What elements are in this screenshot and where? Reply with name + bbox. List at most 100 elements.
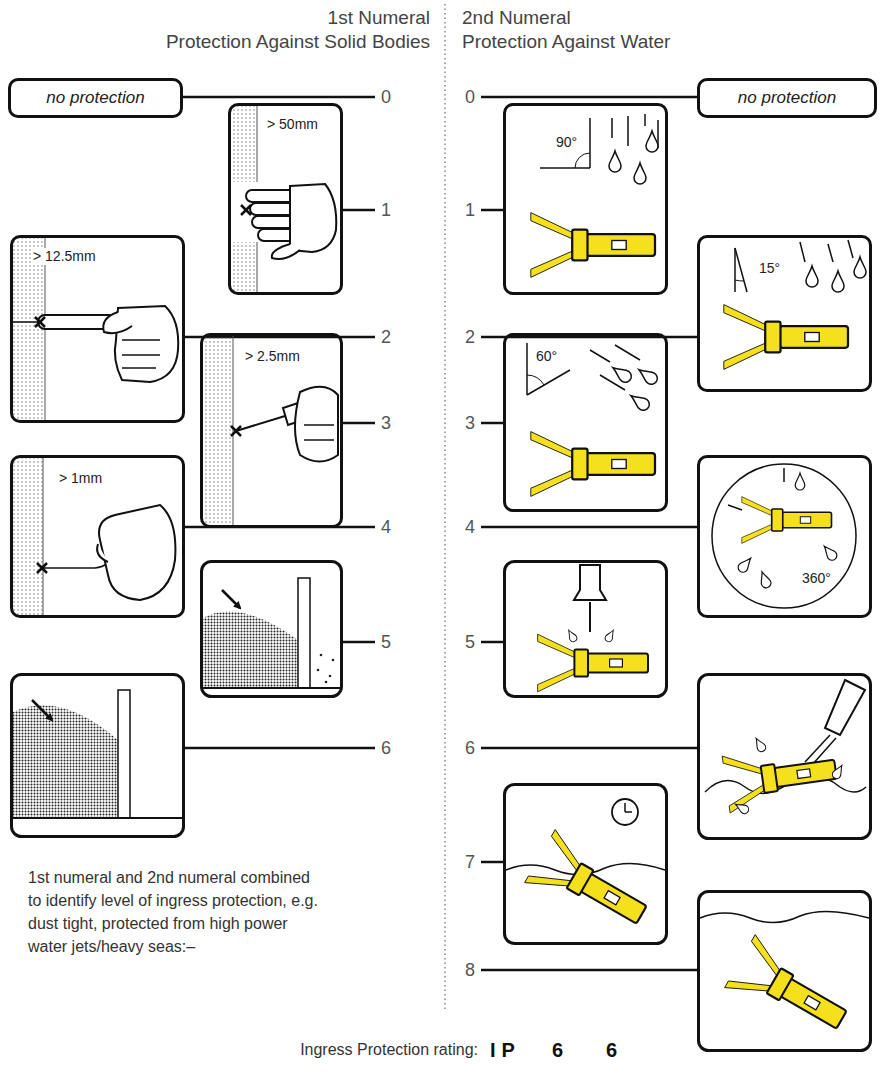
spraying-water xyxy=(527,370,570,395)
rating-numeral: 0 xyxy=(380,87,392,108)
column-heading: 2nd Numeral xyxy=(462,6,571,29)
column-heading: Protection Against Solid Bodies xyxy=(166,30,430,53)
rating-code: IP xyxy=(490,1039,521,1062)
tool-probe xyxy=(231,426,241,436)
picture-box: > 12.5mm xyxy=(10,235,185,423)
dust-protected xyxy=(317,654,335,684)
dripping-water-tilted xyxy=(735,248,747,292)
hand-probe xyxy=(231,242,257,292)
hand-probe xyxy=(246,184,336,259)
leader-line xyxy=(183,97,697,970)
column-heading: 1st Numeral xyxy=(328,6,430,29)
rating-numeral: 5 xyxy=(464,632,476,653)
water-jet xyxy=(538,565,648,692)
dust-tight xyxy=(13,690,182,818)
picture-box: 15° xyxy=(697,235,872,392)
dripping-water-tilted xyxy=(832,271,844,292)
dripping-water-tilted xyxy=(734,248,736,292)
continuous-immersion xyxy=(725,935,857,1047)
tool-probe xyxy=(304,439,334,441)
finger-probe xyxy=(35,317,45,327)
wire-probe xyxy=(97,544,108,562)
no-protection-box: no protection xyxy=(8,78,183,118)
spraying-water xyxy=(590,345,640,390)
dripping-water-tilted xyxy=(848,240,853,258)
spraying-water xyxy=(610,363,634,385)
dust-protected xyxy=(320,654,323,657)
splashing-water xyxy=(795,473,805,490)
hand-probe xyxy=(231,106,257,182)
finger-probe xyxy=(122,340,160,368)
splashing-water xyxy=(821,543,839,562)
rating-numeral: 7 xyxy=(464,852,476,873)
rating-numeral: 4 xyxy=(464,517,476,538)
leader-line xyxy=(481,747,697,750)
finger-probe xyxy=(13,321,38,323)
spraying-water xyxy=(531,432,655,497)
picture-box xyxy=(505,785,667,944)
dust-tight xyxy=(32,700,52,720)
leader-line xyxy=(185,747,375,750)
column-heading: Protection Against Water xyxy=(462,30,670,53)
dust-tight xyxy=(118,690,130,818)
splashing-water xyxy=(712,464,856,608)
finger-probe xyxy=(35,317,45,327)
finger-probe xyxy=(115,306,178,382)
continuous-immersion xyxy=(700,911,869,922)
leader-line xyxy=(481,336,697,339)
dust-protected xyxy=(329,675,332,678)
finger-probe xyxy=(103,312,132,333)
splashing-water xyxy=(728,505,742,510)
hand-probe xyxy=(290,184,336,252)
picture-box: 60° xyxy=(503,333,668,512)
tool-probe xyxy=(233,336,234,525)
dimension-label: 360° xyxy=(800,570,833,587)
dust-protected xyxy=(203,578,340,688)
rating-numeral: 1 xyxy=(464,200,476,221)
rating-numeral: 5 xyxy=(380,632,392,653)
picture-box xyxy=(699,675,871,839)
leader-line xyxy=(481,861,503,864)
leader-line xyxy=(183,96,375,99)
dimension-label: 60° xyxy=(534,348,559,365)
temporary-immersion xyxy=(612,799,638,825)
powerful-water-jet xyxy=(831,763,846,780)
hand-probe xyxy=(241,205,251,215)
powerful-water-jet xyxy=(705,680,866,815)
rating-numeral: 4 xyxy=(380,517,392,538)
tool-probe xyxy=(304,424,334,426)
splashing-water xyxy=(757,570,772,589)
note-text: 1st numeral and 2nd numeral combined to … xyxy=(28,866,318,958)
hand-probe xyxy=(241,205,251,215)
finger-probe xyxy=(122,354,160,356)
dust-protected xyxy=(317,669,320,672)
dust-tight xyxy=(13,817,182,819)
hand-probe xyxy=(257,106,258,182)
rating-code: 6 xyxy=(606,1039,623,1062)
dust-tight xyxy=(13,705,118,818)
dripping-water-tilted xyxy=(854,257,866,278)
dripping-water-tilted xyxy=(724,305,848,370)
finger-probe xyxy=(13,238,45,420)
dripping-water xyxy=(611,118,613,138)
water-jet xyxy=(538,634,648,692)
tool-probe xyxy=(295,387,338,462)
no-protection-box: no protection xyxy=(697,78,877,118)
dripping-water xyxy=(646,131,658,152)
finger-probe xyxy=(122,367,156,369)
spraying-water xyxy=(628,391,652,413)
dust-protected xyxy=(203,687,340,689)
powerful-water-jet xyxy=(733,801,750,816)
spraying-water xyxy=(526,343,528,395)
wire-probe xyxy=(37,563,47,573)
water-jet xyxy=(566,628,579,643)
picture-box: > 1mm xyxy=(10,455,185,618)
rating-code: 6 xyxy=(552,1039,569,1062)
tool-probe xyxy=(236,416,285,431)
spraying-water xyxy=(527,375,544,385)
wire-probe xyxy=(13,458,43,615)
temporary-immersion xyxy=(624,803,626,812)
wire-probe xyxy=(43,458,44,615)
powerful-water-jet xyxy=(825,680,865,735)
leader-line xyxy=(481,526,697,529)
